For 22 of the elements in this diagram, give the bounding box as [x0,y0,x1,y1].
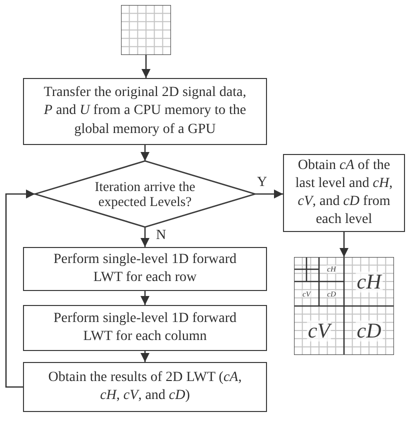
arrow [140,291,150,305]
loop-arrow [5,190,35,388]
arrow [142,55,150,78]
step-text: Transfer the original 2D signal data, P and U from a CPU memory to the global memory of a GPU [42,84,248,139]
step-text: Perform single-level 1D forward LWT for each row [52,250,238,287]
step-text: Obtain the results of 2D LWT (cA, cH, cV, and cD) [47,368,243,405]
arrow [140,351,150,362]
arrow [140,145,150,161]
decision-text: Iteration arrive the expected Levels? [94,178,196,210]
step-text: Perform single-level 1D forward LWT for each column [52,310,238,346]
process-box [23,78,267,145]
step-text: Obtain cA of the last level and cH, cV, and cD from each level [294,156,394,230]
subband-label: cH [356,271,382,292]
process-box [283,154,405,232]
process-box [23,247,267,291]
process-box [23,305,267,351]
arrow [255,190,283,198]
subband-label: cD [356,320,382,341]
arrow [340,232,348,257]
arrow [140,227,150,247]
subband-label: cV [306,320,332,341]
process-box [23,362,267,412]
